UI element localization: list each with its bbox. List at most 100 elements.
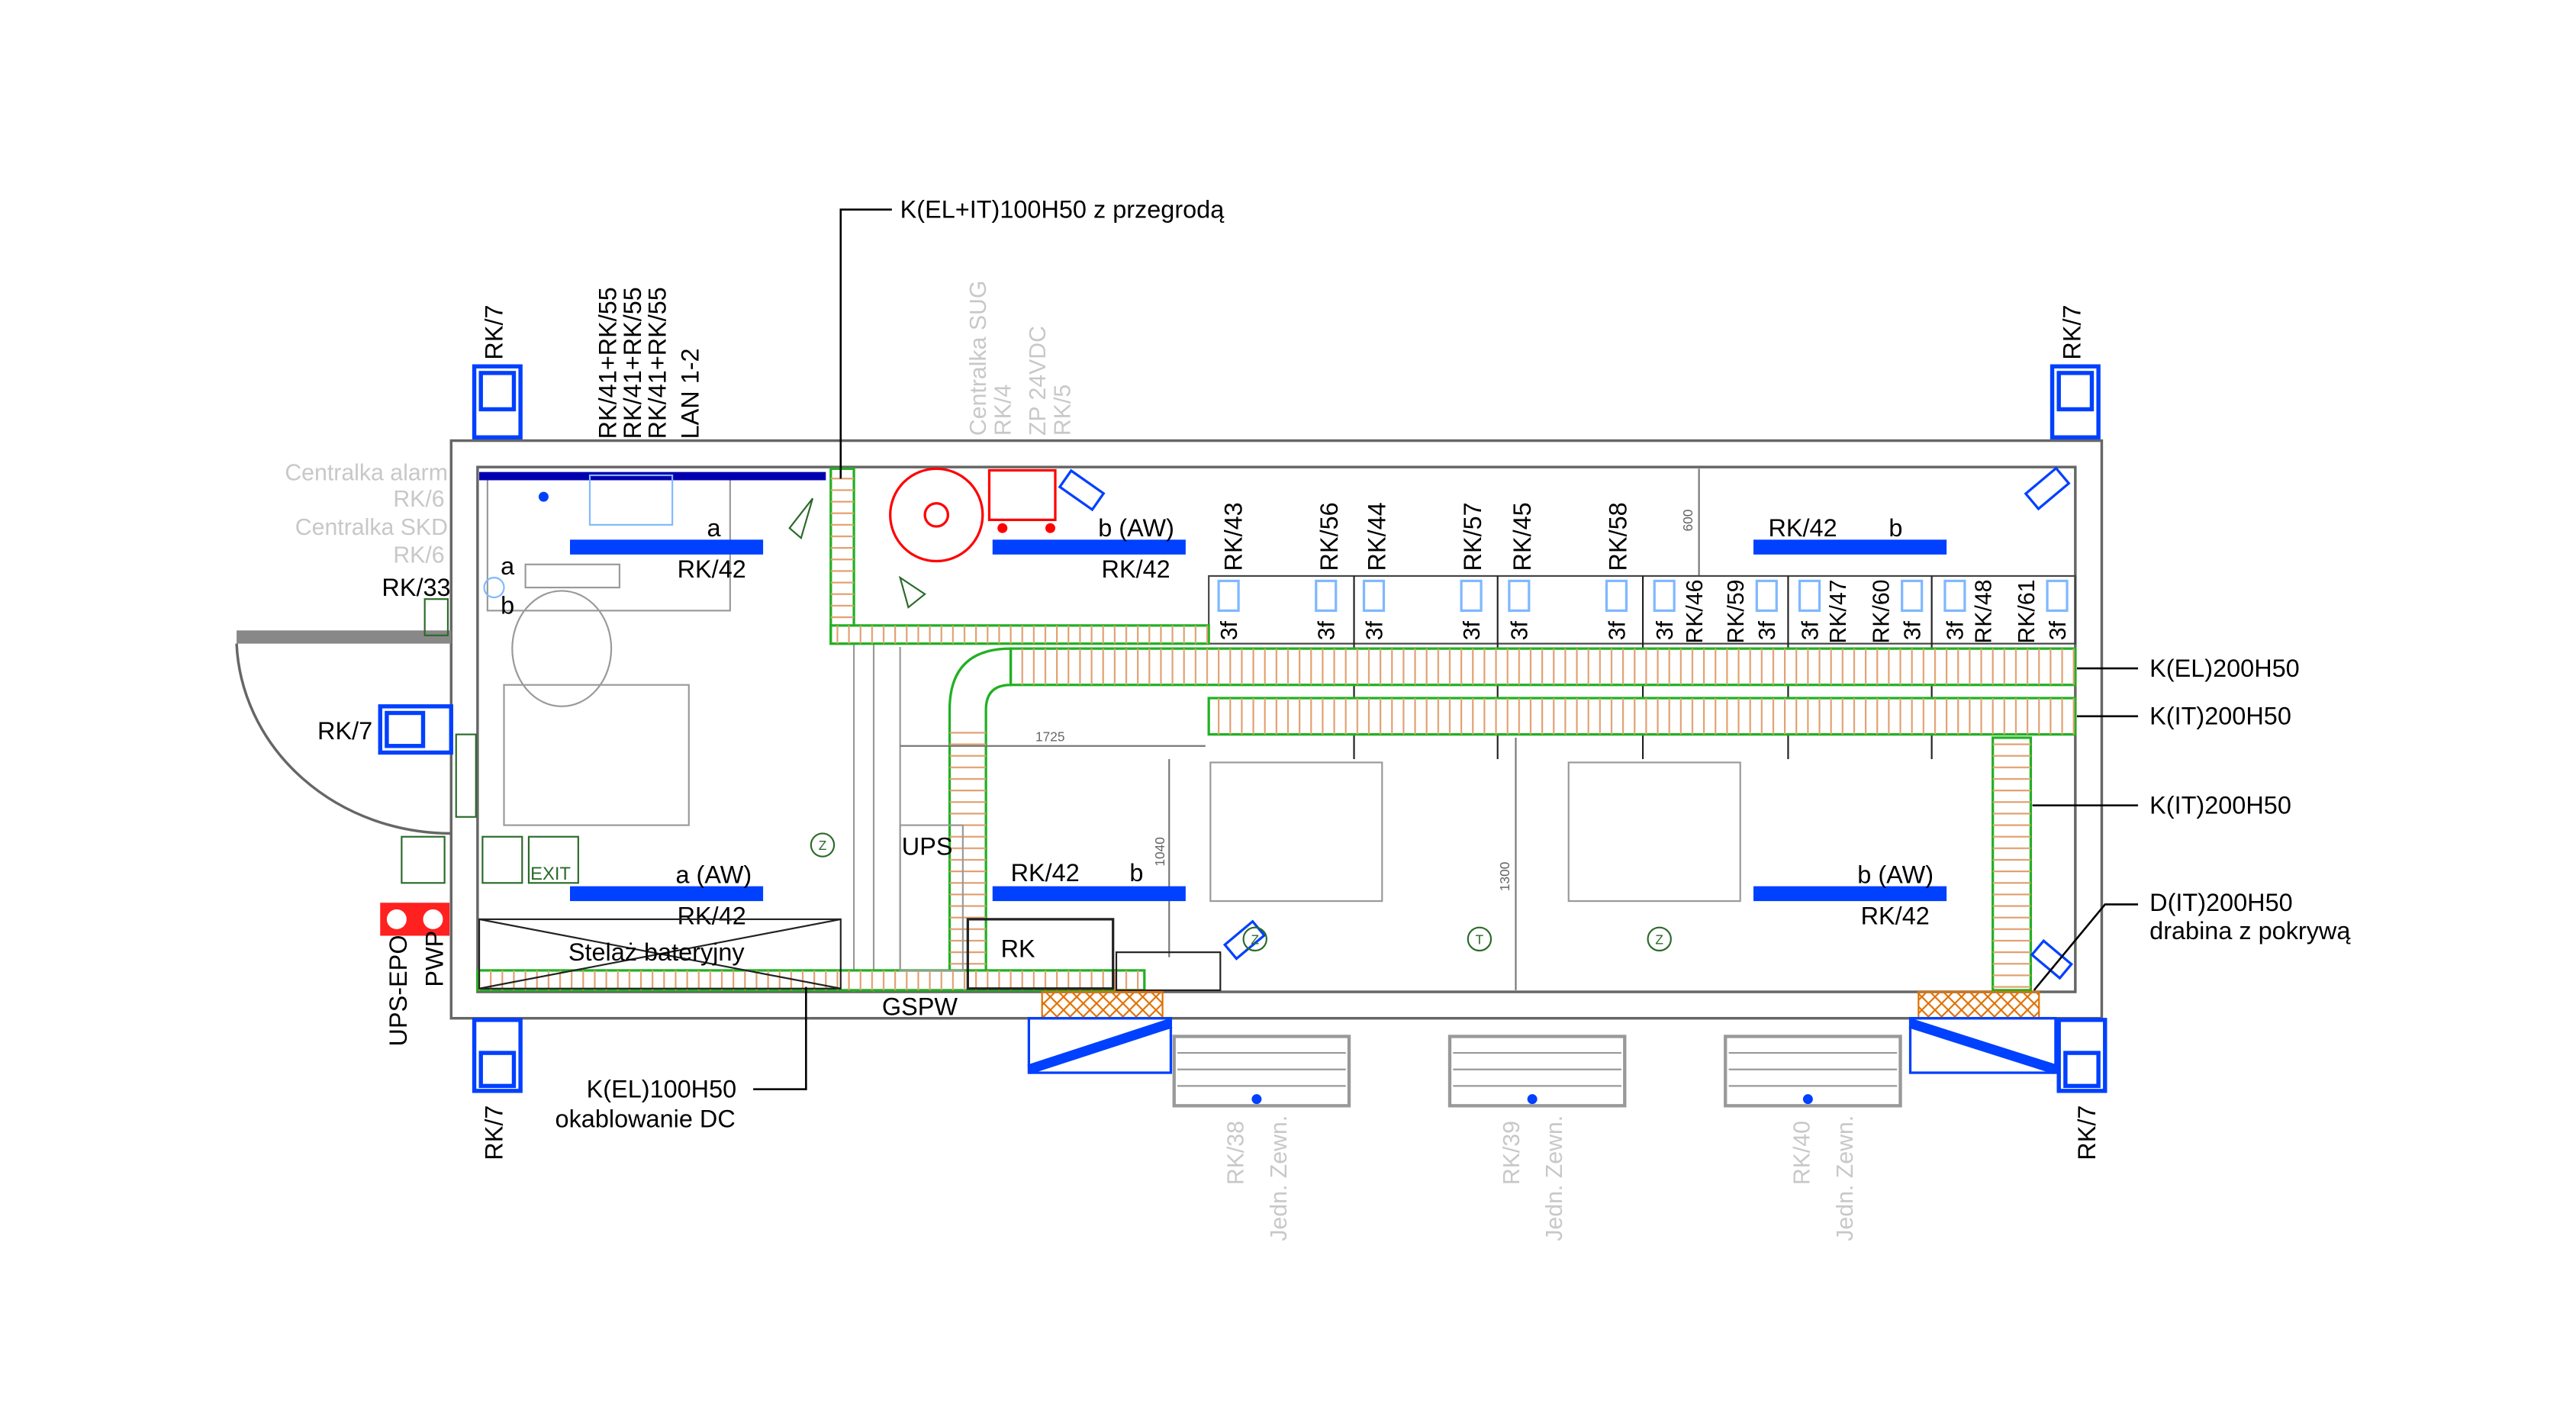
lamp-icon xyxy=(788,497,814,540)
rack-label: RK/48 xyxy=(1972,580,1997,644)
zone-label: Z xyxy=(1655,932,1663,947)
label-rk42: RK/42 xyxy=(1768,514,1837,542)
emergency-light-icon xyxy=(423,598,449,636)
evacuation-sign-icon xyxy=(401,835,446,884)
outdoor-unit xyxy=(1172,1035,1351,1108)
callout-ladder-note: drabina z pokrywą xyxy=(2149,917,2351,945)
phase-label: 3f xyxy=(1362,620,1387,640)
entrance-step xyxy=(237,630,452,644)
rack-label: RK/47 xyxy=(1826,580,1851,644)
top-left-labels: RK/41+RK/55 RK/41+RK/55 RK/41+RK/55 LAN … xyxy=(594,287,704,439)
zone-label: Z xyxy=(1251,932,1259,947)
outdoor-unit xyxy=(1447,1035,1627,1108)
power-strip xyxy=(1753,539,1947,555)
cabinet xyxy=(503,684,690,826)
callout-dc-note: okablowanie DC xyxy=(555,1105,736,1132)
power-socket-icon xyxy=(1315,579,1338,612)
leader-dc xyxy=(753,986,807,1090)
label: RK/6 xyxy=(393,487,444,512)
cable-tray-dc xyxy=(476,969,1146,992)
power-strip xyxy=(992,539,1186,555)
outdoor-labels: RK/38 Jedn. Zewn. RK/39 Jedn. Zewn. RK/4… xyxy=(1224,1115,1858,1241)
indicator-icon xyxy=(997,523,1008,533)
indicator-icon xyxy=(1045,523,1055,533)
lamp-icon xyxy=(898,575,926,609)
callout-it-tray: K(IT)200H50 xyxy=(2149,703,2291,730)
outdoor-name-label: Jedn. Zewn. xyxy=(1833,1115,1858,1241)
ac-unit xyxy=(2050,364,2101,439)
canopy xyxy=(1027,1017,1173,1074)
chair xyxy=(511,590,613,707)
label: Centralka alarm xyxy=(285,460,448,485)
fire-panel xyxy=(987,468,1057,522)
label-ups-epo: UPS-EPO xyxy=(385,935,412,1046)
outdoor-rk-label: RK/38 xyxy=(1224,1121,1249,1185)
label-rk42: RK/42 xyxy=(678,902,746,929)
cable-tray-it xyxy=(1207,697,2077,736)
ac-unit xyxy=(2056,1018,2107,1093)
zone-label: Z xyxy=(819,838,827,853)
label-a: a xyxy=(501,552,515,580)
callout-top-tray: K(EL+IT)100H50 z przegrodą xyxy=(900,196,1225,224)
keyboard xyxy=(524,563,620,589)
label-rk: RK xyxy=(1001,935,1035,963)
callout-it-vertical: K(IT)200H50 xyxy=(2149,791,2291,819)
label-ac: RK/7 xyxy=(2058,304,2085,359)
dimension-label: 600 xyxy=(1680,510,1695,532)
outdoor-name-label: Jedn. Zewn. xyxy=(1542,1115,1567,1241)
ups-epo-button-icon xyxy=(386,909,407,929)
label-rk42: RK/42 xyxy=(678,555,746,583)
label: Centralka SKD xyxy=(295,515,448,540)
pwp-button-icon xyxy=(423,909,443,929)
phase-label: 3f xyxy=(1605,620,1630,640)
label-b-aw: b (AW) xyxy=(1098,514,1174,542)
label-rk33: RK/33 xyxy=(382,574,450,601)
phase-label: 3f xyxy=(1755,620,1780,640)
label-a: a xyxy=(707,514,722,542)
callout-ladder: D(IT)200H50 xyxy=(2149,889,2292,916)
rack-label: RK/58 xyxy=(1604,502,1631,571)
zone-markers: Z T Z Z xyxy=(810,832,1672,952)
callout-el-tray: K(EL)200H50 xyxy=(2149,655,2300,682)
label: RK/41+RK/55 xyxy=(594,287,622,439)
gspw-cabinet xyxy=(1115,951,1222,991)
leader-ladder xyxy=(2033,903,2139,991)
rk-cabinet xyxy=(966,918,1115,990)
phase-label: 3f xyxy=(1217,620,1242,640)
phase-label: 3f xyxy=(1508,620,1533,640)
rack-label: RK/60 xyxy=(1869,580,1894,644)
label-rk42: RK/42 xyxy=(1011,859,1080,887)
power-socket-icon xyxy=(2046,579,2069,612)
label-battery-rack: Stelaż bateryjny xyxy=(568,938,745,966)
phase-label: 3f xyxy=(1653,620,1678,640)
power-socket-icon xyxy=(1653,579,1676,612)
sensor-icon xyxy=(538,491,549,502)
label-ac: RK/7 xyxy=(2073,1105,2101,1160)
label-rk42: RK/42 xyxy=(1861,902,1930,929)
power-socket-icon xyxy=(1943,579,1966,612)
wall-penetration xyxy=(1041,990,1164,1019)
connection-point-icon xyxy=(1527,1094,1538,1105)
phase-label: 3f xyxy=(1798,620,1823,640)
leader-top-tray xyxy=(839,208,892,479)
ac-unit xyxy=(472,1018,523,1093)
cable-tray-top-horizontal xyxy=(829,624,1210,645)
battery-rack xyxy=(478,918,842,990)
dimension-label: 1040 xyxy=(1152,837,1167,866)
rack-label: RK/46 xyxy=(1682,580,1708,644)
valve-icon xyxy=(923,502,950,528)
rack-label: RK/61 xyxy=(2014,580,2040,644)
label-ac: RK/7 xyxy=(480,1105,507,1160)
phase-label: 3f xyxy=(1900,620,1925,640)
phase-label: 3f xyxy=(1943,620,1969,640)
label: Centralka SUG xyxy=(966,281,991,436)
cable-tray-el xyxy=(1009,647,2077,687)
fire-extinguisher-icon xyxy=(455,733,477,818)
zone-label: T xyxy=(1476,932,1484,947)
rack-label: RK/57 xyxy=(1459,502,1486,571)
cooling-unit xyxy=(1567,761,1741,903)
label: RK/41+RK/55 xyxy=(619,287,646,439)
label: RK/41+RK/55 xyxy=(643,287,671,439)
connection-point-icon xyxy=(1251,1094,1262,1105)
label-b: b xyxy=(1889,514,1902,542)
